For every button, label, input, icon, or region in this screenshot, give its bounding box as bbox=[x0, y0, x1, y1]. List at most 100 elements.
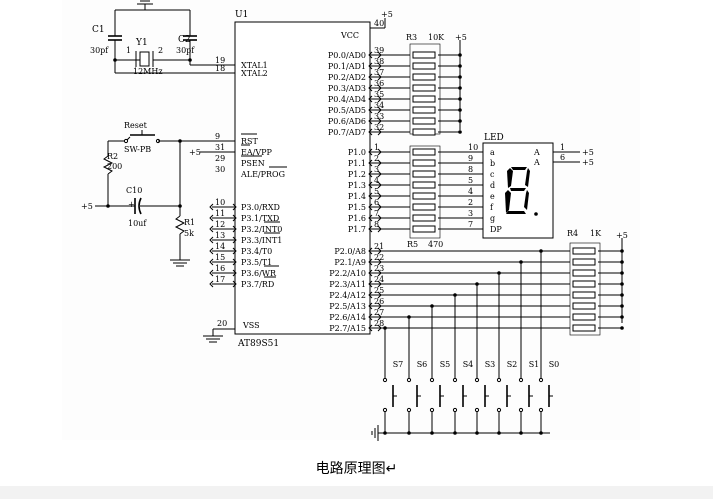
c2-designator: C2 bbox=[178, 35, 191, 45]
pin-name: P0.7/AD7 bbox=[328, 128, 366, 137]
switch-label: S0 bbox=[549, 360, 560, 369]
switch-contact bbox=[429, 377, 435, 383]
switch-contact bbox=[406, 377, 412, 383]
pin-number: 33 bbox=[374, 112, 384, 121]
pin-number: 22 bbox=[374, 253, 384, 262]
led-common-pins: A1+5A6+5 bbox=[533, 143, 594, 167]
pin-arrow bbox=[232, 258, 237, 266]
pin-arrow bbox=[377, 302, 382, 310]
r3-resistor-bank bbox=[412, 51, 462, 136]
switch-contact bbox=[406, 407, 412, 413]
pin-name: P2.1/A9 bbox=[334, 258, 366, 267]
led-segment-name: b bbox=[490, 159, 495, 168]
pin-arrow bbox=[368, 291, 373, 299]
pin-name: P3.4/T0 bbox=[241, 247, 272, 256]
r5-resistor bbox=[412, 225, 436, 233]
pin-name: ALE/PROG bbox=[240, 170, 285, 179]
switch-contact bbox=[538, 407, 544, 413]
pin-arrow bbox=[232, 269, 237, 277]
r4-resistor bbox=[572, 324, 596, 332]
pin-number: 4 bbox=[374, 176, 379, 185]
r5-value: 470 bbox=[428, 240, 443, 249]
pin-arrow bbox=[232, 214, 237, 222]
mcu-vss-label: VSS bbox=[242, 321, 260, 330]
pin-number: 38 bbox=[374, 57, 384, 66]
pin-name: P0.1/AD1 bbox=[328, 62, 366, 71]
junction-dot bbox=[458, 130, 462, 134]
pin-name: XTAL1 bbox=[241, 61, 268, 70]
pin-arrow bbox=[209, 236, 214, 244]
pin-arrow bbox=[377, 51, 382, 59]
led-segment-name: d bbox=[490, 181, 495, 190]
pin-number: 15 bbox=[215, 253, 225, 262]
r5-resistor bbox=[412, 203, 436, 211]
r1-value: 5k bbox=[184, 229, 194, 238]
pin-number: 24 bbox=[374, 275, 384, 284]
pin-arrow bbox=[232, 280, 237, 288]
mcu-port2-pins: 21P2.0/A822P2.1/A923P2.2/A1024P2.3/A1125… bbox=[329, 242, 410, 333]
switch-contact bbox=[474, 377, 480, 383]
pin-arrow bbox=[368, 117, 373, 125]
pin-name: P2.4/A12 bbox=[329, 291, 366, 300]
led-pin-number: 9 bbox=[468, 154, 473, 163]
pin-number: 29 bbox=[215, 154, 225, 163]
pin-arrow bbox=[377, 214, 382, 222]
r3-resistor bbox=[412, 51, 436, 59]
pin-number: 3 bbox=[374, 165, 379, 174]
pin-arrow bbox=[368, 203, 373, 211]
pin-number: 8 bbox=[374, 220, 379, 229]
pin-arrow bbox=[368, 170, 373, 178]
junction-dot bbox=[620, 326, 624, 330]
pin-name: P2.6/A14 bbox=[329, 313, 366, 322]
pin-name: P1.0 bbox=[348, 148, 366, 157]
pin-name: P1.6 bbox=[348, 214, 366, 223]
junction-dot bbox=[383, 326, 387, 330]
led-supply-label: +5 bbox=[582, 148, 594, 157]
r3-resistor bbox=[412, 117, 436, 125]
switch-label: S1 bbox=[529, 360, 540, 369]
junction-dot bbox=[539, 249, 543, 253]
r4-resistor bbox=[572, 291, 596, 299]
pin-arrow bbox=[368, 73, 373, 81]
pin-name: P0.5/AD5 bbox=[328, 106, 366, 115]
r5-resistor bbox=[412, 192, 436, 200]
pin-arrow bbox=[209, 280, 214, 288]
pin-arrow bbox=[377, 192, 382, 200]
led-pin-number: 7 bbox=[468, 220, 473, 229]
pin-number: 1 bbox=[374, 143, 379, 152]
pin-arrow bbox=[368, 106, 373, 114]
r3-resistor bbox=[412, 84, 436, 92]
junction-dot bbox=[475, 282, 479, 286]
pin-name: P0.0/AD0 bbox=[328, 51, 366, 60]
pin-number: 30 bbox=[215, 165, 225, 174]
led-pin-number: 4 bbox=[468, 187, 473, 196]
mcu-body bbox=[234, 21, 371, 335]
pin-number: 14 bbox=[215, 242, 225, 251]
crystal-ground-icon bbox=[137, 0, 153, 5]
pin-arrow bbox=[368, 62, 373, 70]
led-pin-number: 8 bbox=[468, 165, 473, 174]
pin-name: P1.4 bbox=[348, 192, 366, 201]
pin-number: 26 bbox=[374, 297, 384, 306]
r5-resistor bbox=[412, 159, 436, 167]
r4-resistor bbox=[572, 269, 596, 277]
c2-value: 30pf bbox=[176, 46, 195, 55]
vcc-supply-label: +5 bbox=[381, 10, 393, 19]
reset-circuit bbox=[95, 130, 235, 267]
switch-contact bbox=[496, 407, 502, 413]
pin-name: P3.3/INT1 bbox=[241, 236, 282, 245]
r4-value: 1K bbox=[590, 229, 602, 238]
pin-name: P2.0/A8 bbox=[334, 247, 366, 256]
pin-arrow bbox=[377, 313, 382, 321]
switch-label: S4 bbox=[463, 360, 474, 369]
pin-number: 32 bbox=[374, 123, 384, 132]
pin-arrow bbox=[368, 258, 373, 266]
pin-name: P3.6/WR bbox=[241, 269, 277, 278]
r3-resistor bbox=[412, 73, 436, 81]
pin-arrow bbox=[232, 247, 237, 255]
r3-designator: R3 bbox=[406, 33, 417, 42]
pin-name: RST bbox=[241, 137, 259, 146]
pin-arrow bbox=[377, 128, 382, 136]
